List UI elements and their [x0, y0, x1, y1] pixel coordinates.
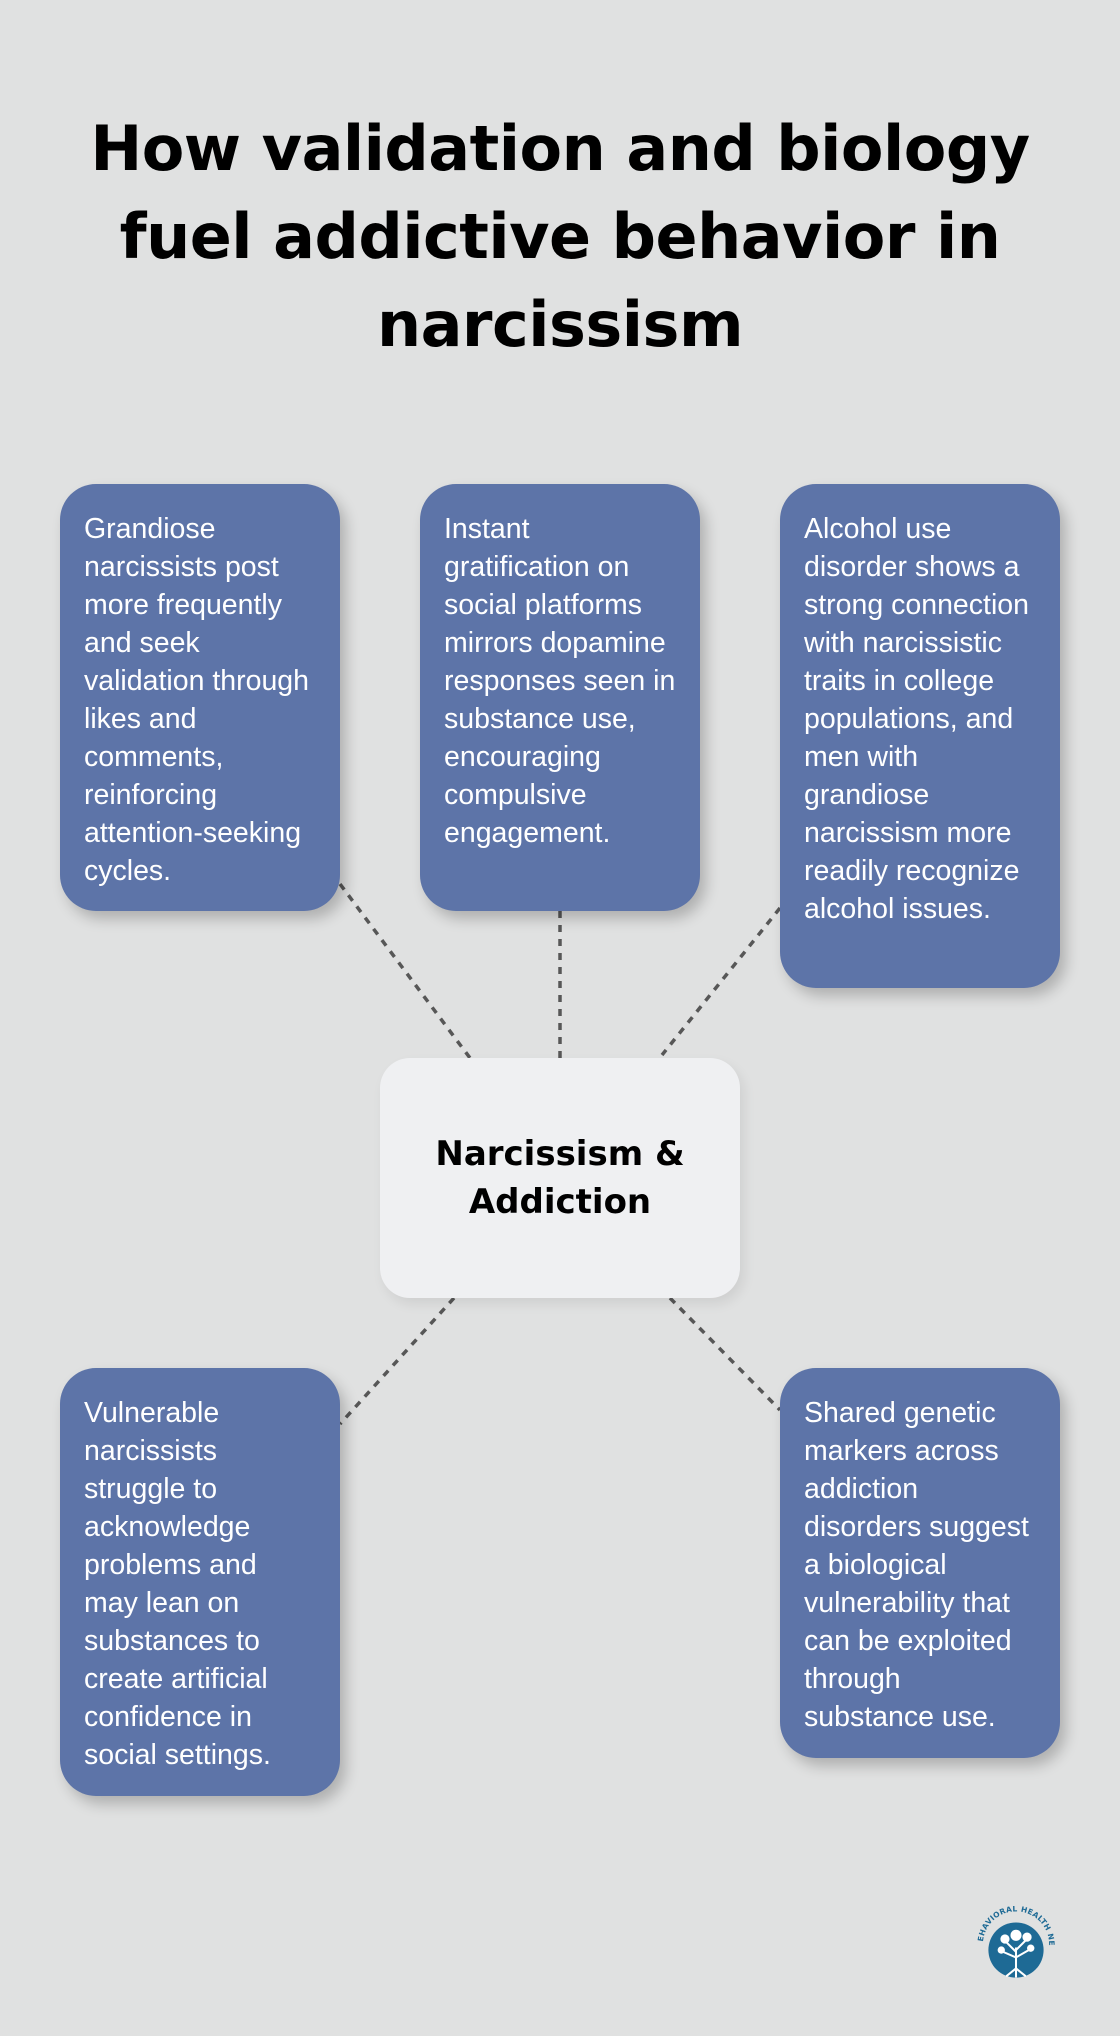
card-text: Instant gratification on social platform…	[444, 513, 676, 849]
page-title: How validation and biology fuel addictiv…	[90, 112, 1030, 361]
card-instant-gratification: Instant gratification on social platform…	[420, 484, 700, 911]
card-text: Shared genetic markers across addiction …	[804, 1397, 1029, 1733]
connector-line-3	[660, 906, 782, 1057]
card-vulnerable-narcissists: Vulnerable narcissists struggle to ackno…	[60, 1368, 340, 1796]
connector-line-5	[668, 1296, 782, 1412]
card-text: Grandiose narcissists post more frequent…	[84, 513, 309, 887]
center-node: Narcissism & Addiction	[380, 1058, 740, 1298]
card-grandiose-validation: Grandiose narcissists post more frequent…	[60, 484, 340, 911]
connector-line-4	[338, 1296, 456, 1426]
center-node-label: Narcissism & Addiction	[435, 1134, 685, 1222]
card-genetic-markers: Shared genetic markers across addiction …	[780, 1368, 1060, 1758]
tree-icon: AMITY BEHAVIORAL HEALTH NETWORK	[970, 1893, 1056, 1978]
card-alcohol-use: Alcohol use disorder shows a strong conn…	[780, 484, 1060, 988]
card-text: Vulnerable narcissists struggle to ackno…	[84, 1397, 271, 1771]
card-text: Alcohol use disorder shows a strong conn…	[804, 513, 1029, 925]
